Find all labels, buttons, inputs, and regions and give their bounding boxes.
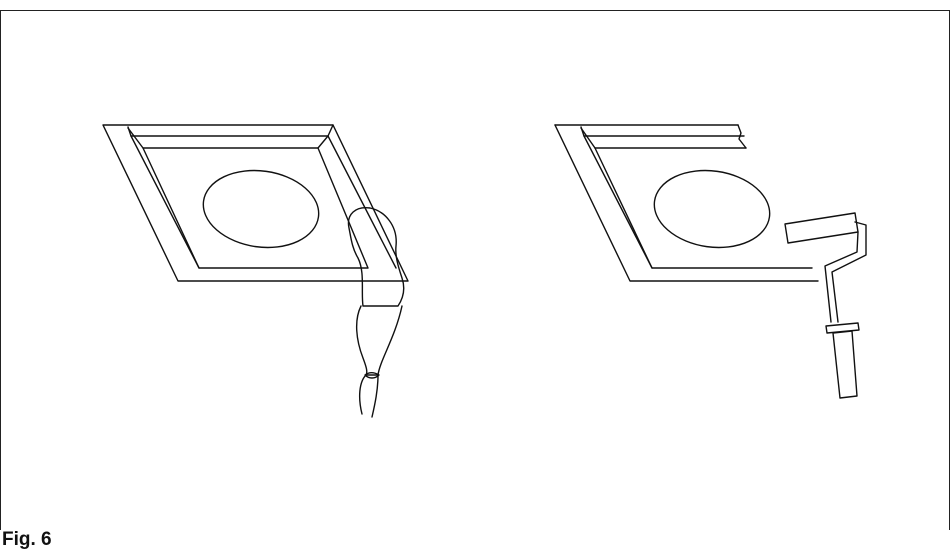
right-recessed-panel [554, 124, 819, 282]
figure-frame [0, 10, 950, 530]
roller-cylinder [784, 212, 859, 244]
left-panel-oval [202, 169, 320, 249]
brush-tip [358, 374, 379, 418]
right-panel-inner-left-bottom [594, 147, 813, 269]
left-panel-bevel-left [130, 135, 200, 269]
roller-frame [831, 221, 867, 323]
brush-handle [356, 305, 403, 376]
roller-handle-grip [832, 330, 858, 399]
right-panel-outer-left-bottom [554, 124, 819, 282]
right-panel-cut-edge [737, 124, 747, 149]
left-panel-bevel-right [327, 135, 397, 269]
left-panel-bevel-corner-right [317, 135, 329, 149]
roller-handle-collar [825, 322, 860, 334]
right-panel-bevel-left [583, 135, 653, 269]
left-panel-outer [102, 124, 409, 282]
paint-roller-icon [784, 212, 867, 399]
right-panel-top-lip [580, 126, 745, 137]
brush-ferrule [364, 372, 380, 379]
roller-frame-inner [824, 231, 859, 323]
left-panel-bevel-top-left [127, 127, 144, 149]
left-recessed-panel [102, 124, 409, 282]
paintbrush-icon [347, 207, 405, 418]
right-panel-oval [653, 169, 771, 249]
brush-bristles [347, 207, 405, 307]
right-panel-bevel-top-left [580, 127, 596, 149]
figure-caption: Fig. 6 [2, 529, 52, 550]
left-panel-inner [142, 147, 369, 269]
left-panel-top-lip [127, 124, 334, 137]
